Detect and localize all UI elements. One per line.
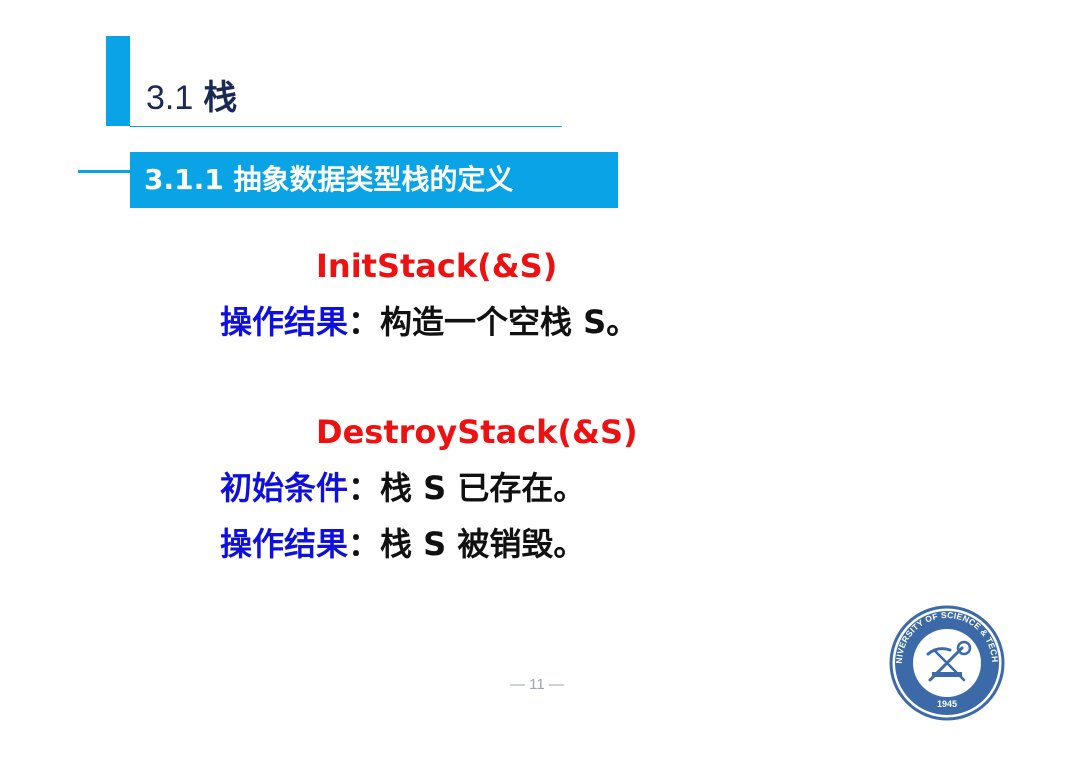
line-separator: ：: [348, 303, 381, 341]
operation-line: 初始条件：栈 S 已存在。: [220, 468, 585, 508]
line-text: 构造一个空栈 S。: [380, 303, 639, 341]
line-text: 栈 S 已存在。: [380, 469, 586, 507]
operation-line: 操作结果：栈 S 被销毁。: [220, 524, 585, 564]
operation-line: 操作结果：构造一个空栈 S。: [220, 302, 638, 342]
line-separator: ：: [348, 469, 381, 507]
subsection-title: 3.1.1 抽象数据类型栈的定义: [130, 152, 618, 208]
section-underline: [130, 126, 562, 127]
line-label: 初始条件: [220, 469, 349, 507]
operation-name: InitStack(&S): [316, 247, 558, 285]
section-number: 3.1: [146, 79, 194, 117]
line-separator: ：: [348, 525, 381, 563]
seal-year: 1945: [937, 699, 957, 709]
section-title-text: 栈: [203, 78, 238, 118]
line-text: 栈 S 被销毁。: [380, 525, 586, 563]
line-label: 操作结果: [220, 525, 349, 563]
university-seal-icon: ANHUI UNIVERSITY OF SCIENCE & TECHNOLOGY…: [888, 604, 1005, 721]
subsection-lead-line: [78, 170, 132, 173]
operation-name: DestroyStack(&S): [316, 413, 638, 451]
page-number: — 11 —: [510, 676, 564, 693]
section-accent-bar: [106, 36, 130, 126]
line-label: 操作结果: [220, 303, 349, 341]
